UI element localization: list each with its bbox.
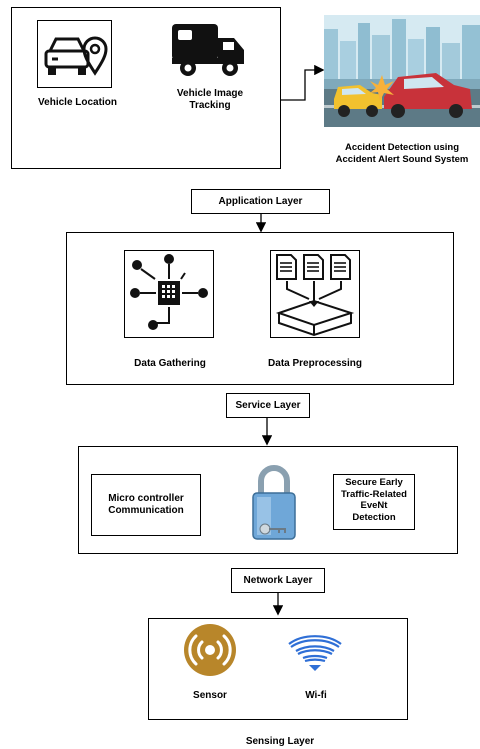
sensing-layer-label: Sensing Layer (245, 736, 315, 747)
vehicle-image-tracking-label: Vehicle Image Tracking (176, 88, 244, 111)
data-gathering-icon (130, 254, 208, 330)
arrow-to-accident (280, 64, 325, 101)
application-layer-label: Application Layer (191, 189, 330, 214)
sensor-label: Sensor (193, 690, 227, 701)
network-layer-label: Network Layer (231, 568, 325, 593)
sensor-icon (182, 622, 238, 683)
vehicle-location-label: Vehicle Location (38, 97, 117, 108)
car-location-icon (44, 36, 108, 76)
data-gathering-icon-frame (124, 250, 214, 338)
data-preprocessing-icon (275, 254, 355, 337)
secure-event-box (333, 474, 415, 530)
lock-icon (249, 463, 299, 550)
data-preprocessing-label: Data Preprocessing (268, 358, 362, 369)
accident-image (324, 15, 480, 127)
service-layer-label: Service Layer (226, 393, 310, 418)
micro-controller-box (91, 474, 201, 536)
data-preprocessing-icon-frame (270, 250, 360, 338)
vehicle-location-icon-frame (37, 20, 112, 88)
wifi-label: Wi-fi (305, 690, 327, 701)
micro-controller-label: Micro controller Communication (108, 493, 184, 516)
secure-event-label: Secure Early Traffic-Related EveNt Detec… (341, 477, 407, 523)
data-gathering-label: Data Gathering (134, 358, 206, 369)
wifi-icon (285, 632, 345, 677)
accident-detection-label: Accident Detection using Accident Alert … (335, 142, 469, 165)
truck-icon (168, 18, 248, 85)
